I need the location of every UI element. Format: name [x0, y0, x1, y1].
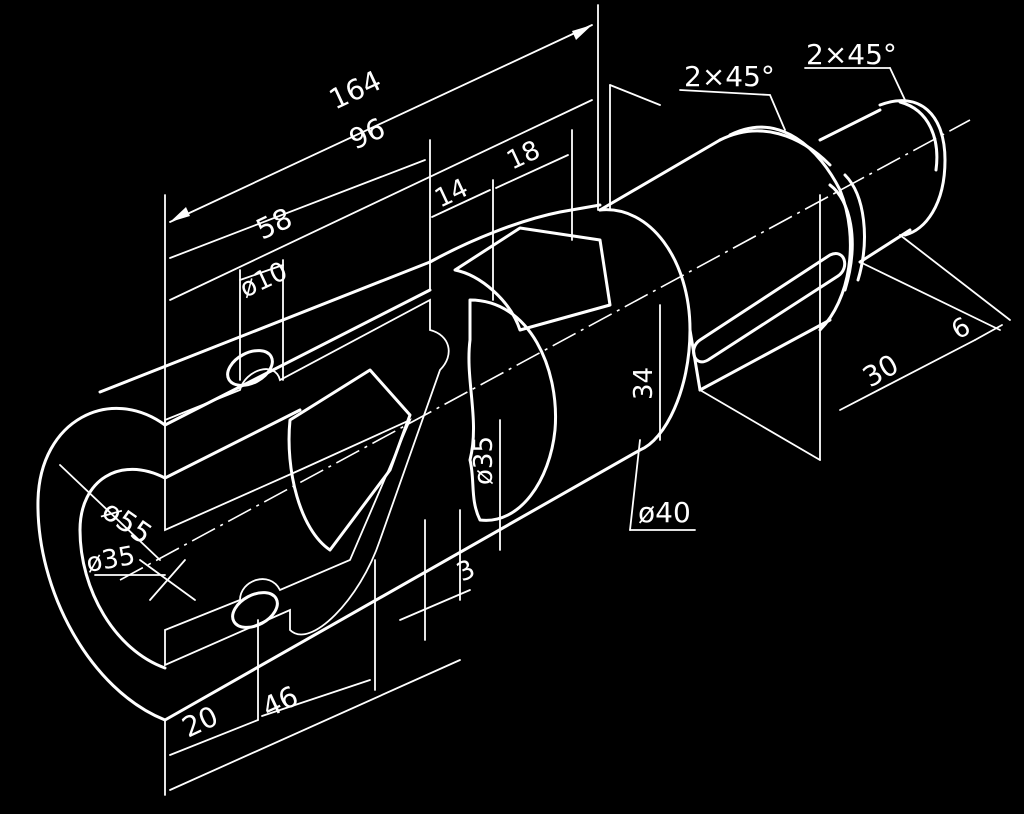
dim-164: 164	[324, 64, 386, 116]
slot-top-edge	[428, 203, 602, 264]
chamfer-ring-1	[718, 129, 832, 167]
collar	[728, 125, 852, 332]
cross-hole-top	[226, 349, 274, 387]
journal-chamfer	[898, 100, 939, 172]
keyway	[692, 252, 847, 364]
dim-bore-diameter: ø35	[84, 541, 137, 579]
dim-58: 58	[251, 201, 297, 246]
dimension-labels: 164 96 58 14 18 ø10 ø55 ø35 ø35 34 ø40 3…	[84, 38, 976, 744]
dim-18: 18	[502, 135, 545, 176]
hatched-section	[164, 298, 450, 667]
front-end-bore	[78, 467, 167, 670]
bore-top-edge	[163, 408, 302, 480]
groove-1	[828, 183, 854, 292]
top-silhouette	[98, 260, 432, 394]
front-end-outer	[36, 407, 167, 722]
centre-line	[119, 119, 971, 581]
slot-window	[453, 226, 612, 332]
shoulder-circle	[598, 208, 692, 452]
dim-shaft-diameter: ø40	[638, 496, 691, 529]
cross-hole-bottom	[231, 591, 279, 629]
shaft-bottom	[698, 318, 832, 392]
centre-mark-2	[149, 559, 186, 601]
dimension-lines	[59, 24, 1003, 791]
dim-3: 3	[452, 554, 480, 588]
shaft-top	[598, 138, 722, 212]
journal-end	[878, 99, 947, 237]
dim-20: 20	[177, 699, 223, 744]
journal-bottom	[858, 228, 912, 264]
dim-30: 30	[857, 348, 904, 394]
stippled-section	[467, 298, 558, 522]
dim-96: 96	[344, 111, 390, 156]
dim-chamfer-2: 2×45°	[806, 38, 897, 71]
hex-pocket	[287, 368, 412, 552]
groove-2	[843, 173, 866, 282]
dim-chamfer-1: 2×45°	[684, 60, 775, 93]
dim-34: 34	[629, 367, 659, 400]
journal-top	[818, 108, 882, 142]
dim-14: 14	[430, 173, 473, 214]
dim-46: 46	[257, 679, 303, 724]
dim-section-diameter: ø35	[469, 436, 499, 485]
bottom-silhouette	[163, 448, 642, 722]
extension-lines	[164, 4, 1011, 796]
fork-body	[36, 99, 947, 722]
